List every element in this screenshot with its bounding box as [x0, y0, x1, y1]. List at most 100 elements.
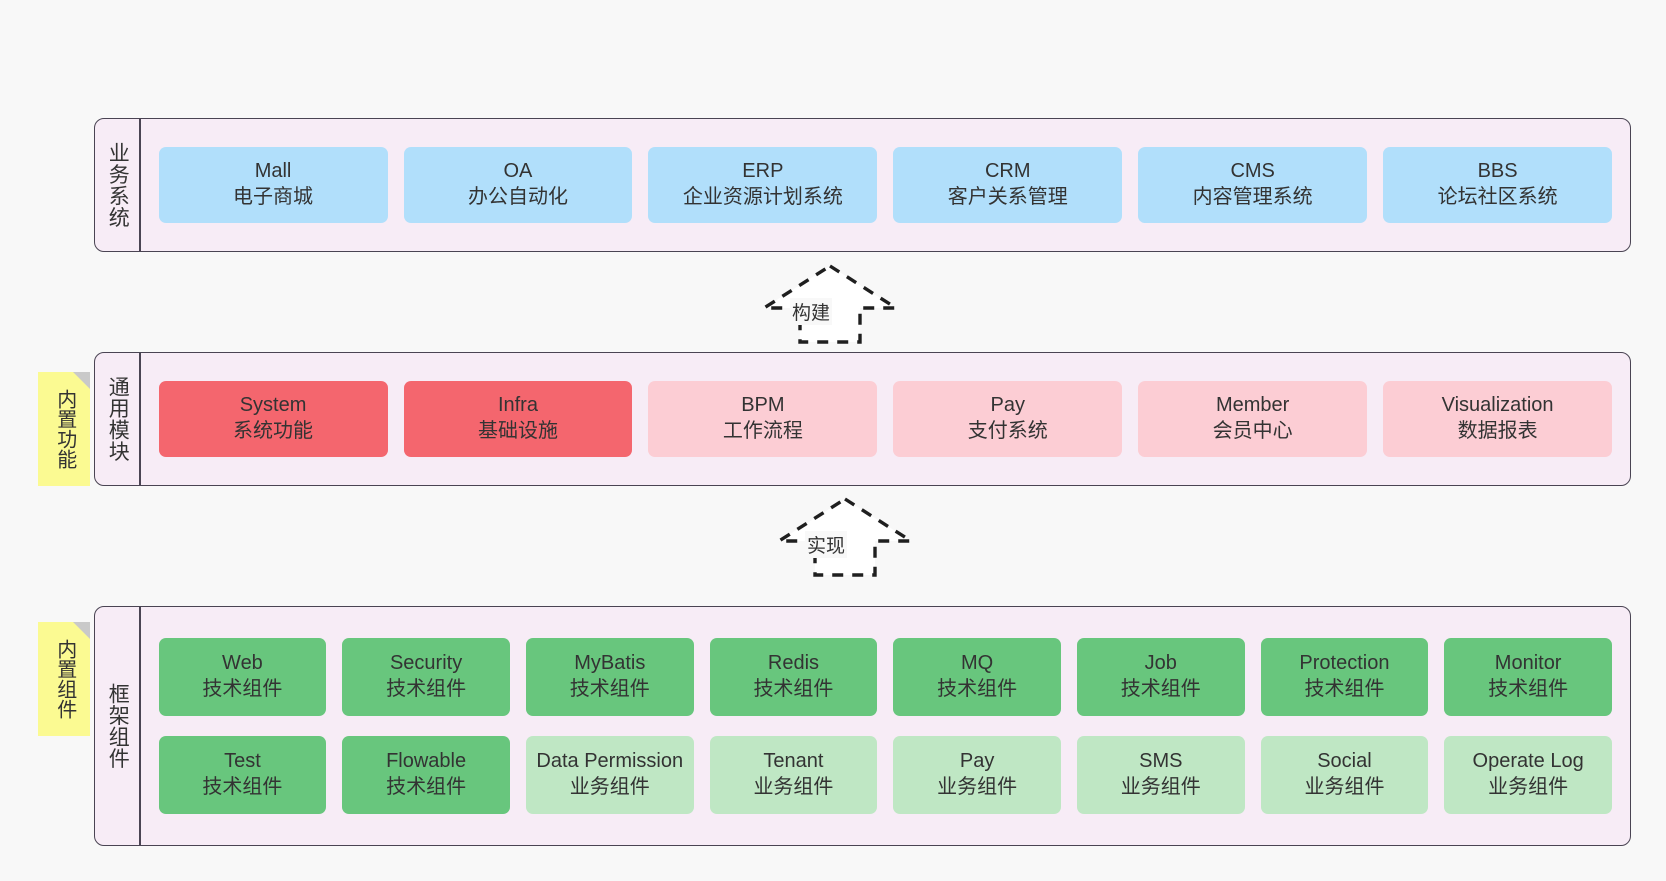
card-title: Pay	[990, 394, 1025, 417]
card-title: Test	[224, 750, 261, 773]
card-protection[interactable]: Protection 技术组件	[1260, 638, 1429, 716]
layer-cards-business-system: Mall 电子商城 OA 办公自动化 ERP 企业资源计划系统 CRM 客户关系…	[141, 119, 1630, 251]
card-row: Mall 电子商城 OA 办公自动化 ERP 企业资源计划系统 CRM 客户关系…	[158, 147, 1613, 223]
card-subtitle: 技术组件	[937, 678, 1018, 700]
card-subtitle: 工作流程	[722, 420, 803, 442]
card-title: Pay	[959, 750, 995, 773]
card-flowable[interactable]: Flowable 技术组件	[342, 736, 510, 814]
card-cms[interactable]: CMS 内容管理系统	[1138, 147, 1368, 223]
layer-title-divider	[139, 353, 141, 485]
layer-title-common-module: 通用模块	[106, 376, 130, 462]
layer-framework-component: 框架组件 Web 技术组件 Security 技术组件 MyBatis 技术组件…	[94, 606, 1631, 846]
card-member[interactable]: Member 会员中心	[1138, 381, 1368, 457]
card-subtitle: 办公自动化	[467, 186, 568, 208]
card-redis[interactable]: Redis 技术组件	[709, 638, 878, 716]
card-oa[interactable]: OA 办公自动化	[403, 147, 633, 223]
card-subtitle: 业务组件	[937, 776, 1018, 798]
card-title: Protection	[1299, 652, 1390, 675]
card-mall[interactable]: Mall 电子商城	[158, 147, 388, 223]
card-subtitle: 业务组件	[1120, 776, 1201, 798]
layer-cards-common-module: System 系统功能 Infra 基础设施 BPM 工作流程 Pay 支付系统…	[141, 353, 1630, 485]
card-bpm[interactable]: BPM 工作流程	[648, 381, 878, 457]
card-subtitle: 技术组件	[569, 678, 650, 700]
card-title: Social	[1317, 750, 1372, 773]
card-subtitle: 企业资源计划系统	[682, 186, 843, 208]
card-erp[interactable]: ERP 企业资源计划系统	[648, 147, 878, 223]
card-job[interactable]: Job 技术组件	[1076, 638, 1245, 716]
layer-common-module: 通用模块 System 系统功能 Infra 基础设施 BPM 工作流程 Pay	[94, 352, 1631, 486]
card-subtitle: 论坛社区系统	[1437, 186, 1558, 208]
card-subtitle: 技术组件	[386, 678, 467, 700]
card-subtitle: 会员中心	[1212, 420, 1293, 442]
card-operate-log[interactable]: Operate Log 业务组件	[1444, 736, 1612, 814]
card-subtitle: 客户关系管理	[947, 186, 1068, 208]
card-web[interactable]: Web 技术组件	[158, 638, 327, 716]
card-tenant[interactable]: Tenant 业务组件	[709, 736, 878, 814]
card-title: Infra	[497, 394, 538, 417]
card-title: Job	[1144, 652, 1177, 675]
layer-title-divider	[139, 607, 141, 845]
card-title: OA	[503, 160, 533, 183]
card-data-permission[interactable]: Data Permission 业务组件	[525, 736, 694, 814]
card-subtitle: 支付系统	[967, 420, 1048, 442]
card-bbs[interactable]: BBS 论坛社区系统	[1383, 147, 1613, 223]
card-subtitle: 数据报表	[1457, 420, 1538, 442]
card-row: Web 技术组件 Security 技术组件 MyBatis 技术组件 Redi…	[158, 638, 1612, 716]
layer-title-framework-component: 框架组件	[106, 683, 130, 769]
card-title: ERP	[742, 160, 784, 183]
connector-implement: 实现	[773, 495, 917, 577]
card-mybatis[interactable]: MyBatis 技术组件	[525, 638, 694, 716]
layer-business-system: 业务系统 Mall 电子商城 OA 办公自动化 ERP 企业资源计划系统 CRM	[94, 118, 1631, 252]
note-fold-corner	[73, 622, 90, 639]
card-title: CMS	[1230, 160, 1275, 183]
card-social[interactable]: Social 业务组件	[1260, 736, 1429, 814]
card-subtitle: 技术组件	[202, 678, 283, 700]
connector-implement-label: 实现	[805, 531, 848, 558]
card-title: BPM	[741, 394, 785, 417]
card-title: Tenant	[763, 750, 824, 773]
card-title: System	[239, 394, 307, 417]
note-fold-corner	[73, 372, 90, 389]
card-monitor[interactable]: Monitor 技术组件	[1444, 638, 1612, 716]
connector-build: 构建	[758, 262, 902, 344]
card-subtitle: 业务组件	[753, 776, 834, 798]
card-subtitle: 系统功能	[233, 420, 314, 442]
card-pay[interactable]: Pay 支付系统	[893, 381, 1123, 457]
card-title: Security	[389, 652, 463, 675]
card-title: CRM	[984, 160, 1031, 183]
card-title: Monitor	[1494, 652, 1562, 675]
card-title: Redis	[767, 652, 820, 675]
card-system[interactable]: System 系统功能	[158, 381, 388, 457]
card-title: MQ	[961, 652, 994, 675]
card-mq[interactable]: MQ 技术组件	[893, 638, 1061, 716]
card-visualization[interactable]: Visualization 数据报表	[1383, 381, 1613, 457]
card-title: Member	[1215, 394, 1290, 417]
note-builtin-component: 内置组件	[38, 622, 90, 736]
card-test[interactable]: Test 技术组件	[158, 736, 327, 814]
card-subtitle: 电子商城	[233, 186, 314, 208]
layer-cards-framework-component: Web 技术组件 Security 技术组件 MyBatis 技术组件 Redi…	[141, 607, 1630, 845]
card-subtitle: 业务组件	[1304, 776, 1385, 798]
card-title: Mall	[254, 160, 292, 183]
card-subtitle: 技术组件	[1120, 678, 1201, 700]
card-subtitle: 内容管理系统	[1192, 186, 1313, 208]
layer-title-business-system: 业务系统	[106, 142, 130, 228]
card-subtitle: 技术组件	[202, 776, 283, 798]
card-title: BBS	[1477, 160, 1518, 183]
card-title: Flowable	[386, 750, 467, 773]
layer-title-divider	[139, 119, 141, 251]
card-subtitle: 基础设施	[477, 420, 558, 442]
card-subtitle: 技术组件	[1304, 678, 1385, 700]
note-builtin-function: 内置功能	[38, 372, 90, 486]
card-sms[interactable]: SMS 业务组件	[1076, 736, 1245, 814]
card-infra[interactable]: Infra 基础设施	[403, 381, 633, 457]
card-title: SMS	[1139, 750, 1183, 773]
card-subtitle: 技术组件	[753, 678, 834, 700]
card-security[interactable]: Security 技术组件	[342, 638, 510, 716]
card-crm[interactable]: CRM 客户关系管理	[893, 147, 1123, 223]
card-pay-business[interactable]: Pay 业务组件	[893, 736, 1061, 814]
card-row: System 系统功能 Infra 基础设施 BPM 工作流程 Pay 支付系统…	[158, 381, 1613, 457]
note-text: 内置组件	[53, 639, 76, 719]
card-subtitle: 业务组件	[1488, 776, 1569, 798]
